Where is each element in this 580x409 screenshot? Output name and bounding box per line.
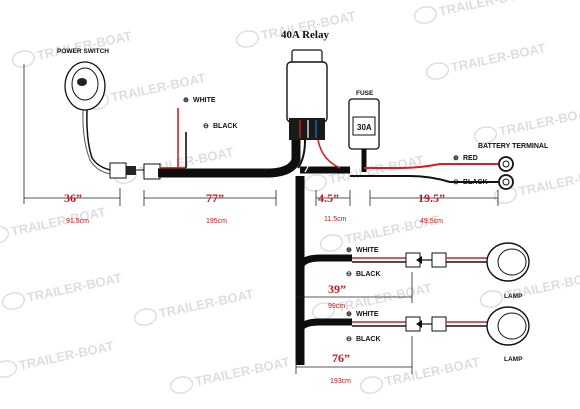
arrow-left-icon bbox=[416, 320, 422, 328]
measurement-77-cm: 195cm bbox=[206, 218, 227, 225]
measurement-19-5-cm: 49.5cm bbox=[420, 218, 443, 225]
battery-terminal: BATTERY TERMINAL ⊕ RED ⊖ BLACK bbox=[350, 143, 549, 190]
measurement-36-in: 36” bbox=[64, 191, 82, 205]
black-symbol-4: ⊖ bbox=[346, 336, 352, 343]
watermark-text: TRAILER-BOAT bbox=[36, 28, 134, 63]
arrow-left-icon bbox=[416, 256, 422, 264]
lamp-1-assembly: ⊕ WHITE ⊖ BLACK LAMP bbox=[346, 242, 530, 300]
watermark-10: TRAILER-BOAT bbox=[0, 204, 108, 244]
dimension-lines bbox=[23, 64, 499, 374]
lamp2-label: LAMP bbox=[504, 356, 523, 363]
white-symbol-3: ⊕ bbox=[346, 311, 352, 318]
watermark-text: TRAILER-BOAT bbox=[18, 338, 116, 373]
watermark-15: TRAILER-BOAT bbox=[0, 338, 116, 378]
black-wire bbox=[350, 175, 498, 183]
measurement-76-cm: 193cm bbox=[330, 378, 351, 385]
lamp1-label: LAMP bbox=[504, 293, 523, 300]
switch-connector-icon bbox=[126, 166, 136, 175]
watermark-text: TRAILER-BOAT bbox=[438, 0, 536, 19]
harness-connector-icon bbox=[143, 163, 161, 180]
watermark-12: TRAILER-BOAT bbox=[1, 270, 124, 310]
black-label-4: BLACK bbox=[356, 336, 381, 343]
lamp1-plug-icon bbox=[431, 252, 447, 268]
watermark-text: TRAILER-BOAT bbox=[384, 354, 482, 389]
watermark-16: TRAILER-BOAT bbox=[169, 354, 292, 394]
red-symbol: ⊕ bbox=[453, 155, 459, 162]
relay-body-icon bbox=[286, 61, 328, 123]
watermark-4: TRAILER-BOAT bbox=[425, 40, 548, 80]
measurement-4-5-in: 4.5” bbox=[318, 191, 339, 205]
switch-wire bbox=[86, 109, 119, 172]
main-harness bbox=[158, 140, 301, 178]
watermark-text: TRAILER-BOAT bbox=[498, 104, 580, 139]
black-symbol-3: ⊖ bbox=[346, 271, 352, 278]
lamp1-branch bbox=[296, 254, 352, 270]
watermark-5: TRAILER-BOAT bbox=[413, 0, 536, 24]
watermark-17: TRAILER-BOAT bbox=[359, 354, 482, 394]
red-wire bbox=[364, 163, 498, 169]
red-label: RED bbox=[463, 155, 478, 162]
measurement-4-5-cm: 11.5cm bbox=[324, 216, 347, 223]
power-switch: POWER SWITCH bbox=[57, 48, 161, 180]
white-symbol-1: ⊕ bbox=[183, 97, 189, 104]
lamp-2-assembly: ⊕ WHITE ⊖ BLACK LAMP bbox=[346, 306, 530, 363]
lamp2-branch bbox=[296, 318, 352, 332]
switch-button-icon bbox=[77, 78, 87, 86]
battery-terminal-label: BATTERY TERMINAL bbox=[478, 143, 549, 150]
white-label-2: WHITE bbox=[356, 247, 379, 254]
black-label-1: BLACK bbox=[213, 123, 238, 130]
switch-connector-icon bbox=[109, 162, 127, 179]
watermark-text: TRAILER-BOAT bbox=[518, 164, 580, 199]
relay-socket-icon bbox=[289, 118, 325, 140]
watermark-text: TRAILER-BOAT bbox=[194, 354, 292, 389]
power-switch-label: POWER SWITCH bbox=[57, 48, 109, 55]
watermark-7: TRAILER-BOAT bbox=[113, 144, 235, 184]
watermark-text: TRAILER-BOAT bbox=[450, 40, 548, 75]
measurement-39-in: 39” bbox=[328, 282, 346, 296]
watermark-13: TRAILER-BOAT bbox=[133, 286, 256, 326]
watermark-text: TRAILER-BOAT bbox=[336, 280, 434, 315]
watermark-text: TRAILER-BOAT bbox=[26, 270, 124, 305]
lamp1-lens-icon bbox=[497, 248, 527, 276]
fuse: FUSE 30A bbox=[348, 90, 380, 172]
lamp2-plug-icon bbox=[431, 316, 447, 332]
switch-wire bbox=[82, 109, 119, 176]
fuse-rating: 30A bbox=[357, 123, 372, 132]
white-symbol-2: ⊕ bbox=[346, 247, 352, 254]
measurement-36-cm: 91.5cm bbox=[66, 218, 89, 225]
watermark-text: TRAILER-BOAT bbox=[10, 204, 108, 239]
watermark-text: TRAILER-BOAT bbox=[158, 286, 256, 321]
fuse-insert-icon bbox=[352, 116, 376, 136]
ring-hole-icon bbox=[502, 178, 510, 186]
relay bbox=[286, 49, 328, 140]
measurement-76-in: 76” bbox=[332, 351, 350, 365]
white-label-3: WHITE bbox=[356, 311, 379, 318]
measurement-39-cm: 99cm bbox=[328, 303, 345, 310]
white-label-1: WHITE bbox=[193, 97, 216, 104]
fuse-label: FUSE bbox=[356, 90, 374, 97]
measurement-77-in: 77” bbox=[206, 191, 224, 205]
relay-title: 40A Relay bbox=[281, 29, 329, 41]
measurement-19-5-in: 19.5” bbox=[418, 191, 445, 205]
ring-hole-icon bbox=[502, 160, 510, 168]
red-wire bbox=[317, 139, 341, 169]
relay-wire bbox=[297, 139, 306, 169]
black-label-3: BLACK bbox=[356, 271, 381, 278]
watermark-6: TRAILER-BOAT bbox=[473, 104, 580, 144]
black-symbol-1: ⊖ bbox=[203, 123, 209, 130]
lamp2-lens-icon bbox=[497, 312, 527, 340]
white-wire bbox=[304, 139, 313, 173]
